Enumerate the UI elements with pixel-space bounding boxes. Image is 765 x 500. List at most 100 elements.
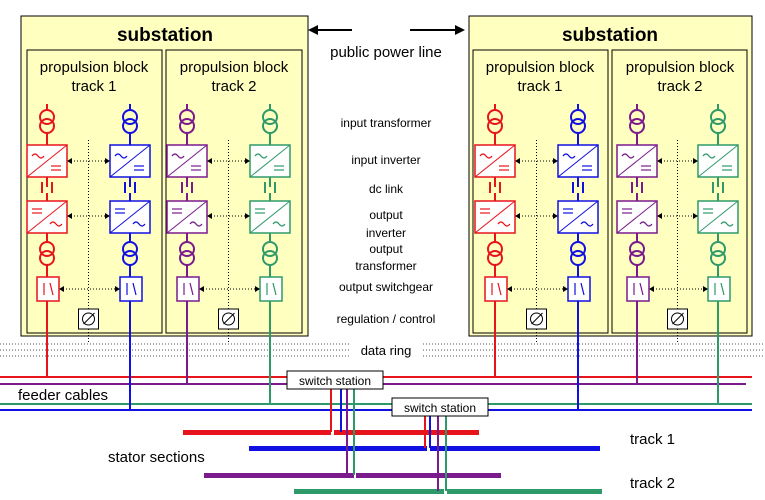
ac-wave-icon	[114, 153, 128, 159]
output-inverter-diagonal	[166, 200, 208, 234]
output-transformer-coil-top-icon	[262, 241, 278, 257]
ac-wave-icon	[49, 221, 63, 227]
power-line-arrowhead-left	[308, 25, 318, 35]
switch-contact-icon	[132, 282, 137, 296]
ac-wave-icon	[720, 221, 734, 227]
arrowhead-right-icon	[115, 286, 120, 292]
left-block1-title: propulsion block	[40, 59, 149, 76]
arrowhead-right-icon	[245, 158, 250, 164]
stator-track1-blue-b	[430, 446, 600, 451]
regulation-needle-icon	[83, 312, 95, 325]
arrowhead-right-icon	[105, 158, 110, 164]
ac-wave-icon	[702, 153, 716, 159]
ac-wave-icon	[171, 153, 185, 159]
left-block2-title: propulsion block	[180, 59, 289, 76]
switch-contact-icon	[639, 282, 644, 296]
left-block1-track: track 1	[71, 78, 116, 95]
input-inverter-diagonal	[616, 144, 658, 178]
output-inverter-diagonal	[249, 200, 291, 234]
output-switchgear-label: output switchgear	[339, 280, 433, 294]
output-switchgear-box	[176, 276, 200, 302]
arrowhead-left-icon	[207, 158, 212, 164]
arrowhead-right-icon	[553, 213, 558, 219]
dc-link-label: dc link	[369, 182, 404, 196]
output-inverter-diagonal	[26, 200, 68, 234]
arrowhead-right-icon	[255, 286, 260, 292]
input-inverter-diagonal	[557, 144, 599, 178]
stator-sections-label: stator sections	[108, 449, 205, 466]
ac-wave-icon	[562, 153, 576, 159]
regulation-gauge-icon	[82, 312, 95, 326]
stator-track2-green-a	[294, 489, 444, 494]
switch-contact-icon	[272, 282, 277, 296]
right-block2-track: track 2	[657, 78, 702, 95]
input-transformer-label: input transformer	[341, 116, 432, 130]
regulation-needle-icon	[672, 312, 684, 325]
regulation-control-label: regulation / control	[337, 312, 436, 326]
output-transformer-label-2: transformer	[355, 259, 416, 273]
switch-contact-icon	[720, 282, 725, 296]
switch-contact-icon	[580, 282, 585, 296]
regulation-gauge-icon	[222, 312, 235, 326]
regulation-needle-icon	[223, 312, 235, 325]
switch-station-1-label: switch station	[299, 374, 371, 388]
propulsion-components	[26, 104, 739, 410]
track2-label: track 2	[630, 475, 675, 492]
output-inverter-label-1: output	[369, 208, 403, 222]
output-transformer-coil-top-icon	[710, 241, 726, 257]
input-inverter-diagonal	[109, 144, 151, 178]
switch-station-1	[286, 370, 384, 390]
stator-track2-purple-a	[204, 473, 354, 478]
regulation-gauge-icon	[530, 312, 543, 326]
arrowhead-right-icon	[553, 158, 558, 164]
stator-track1-blue-a	[249, 446, 427, 451]
data-ring-label: data ring	[361, 343, 412, 358]
substation-left-title: substation	[117, 25, 213, 46]
stator-track1-red-a	[183, 430, 331, 435]
output-switchgear-box	[626, 276, 650, 302]
arrowhead-right-icon	[693, 158, 698, 164]
output-switchgear-box	[707, 276, 731, 302]
arrowhead-right-icon	[105, 213, 110, 219]
ac-wave-icon	[497, 221, 511, 227]
output-switchgear-box	[119, 276, 143, 302]
right-block1-title: propulsion block	[486, 59, 595, 76]
arrowhead-left-icon	[67, 213, 72, 219]
track1-label: track 1	[630, 431, 675, 448]
ac-wave-icon	[479, 153, 493, 159]
switch-contact-icon	[497, 282, 502, 296]
ac-wave-icon	[621, 153, 635, 159]
output-inverter-label-2: inverter	[366, 226, 406, 240]
output-inverter-diagonal	[474, 200, 516, 234]
ac-wave-icon	[272, 221, 286, 227]
stator-track2-green-b	[447, 489, 602, 494]
ac-wave-icon	[580, 221, 594, 227]
left-block2-track: track 2	[211, 78, 256, 95]
input-inverter-diagonal	[474, 144, 516, 178]
output-inverter-diagonal	[109, 200, 151, 234]
switch-contact-icon	[189, 282, 194, 296]
input-inverter-label: input inverter	[351, 153, 420, 167]
output-transformer-coil-top-icon	[570, 241, 586, 257]
arrowhead-left-icon	[199, 286, 204, 292]
arrowhead-right-icon	[245, 213, 250, 219]
output-inverter-diagonal	[697, 200, 739, 234]
ac-wave-icon	[132, 221, 146, 227]
right-block2-title: propulsion block	[626, 59, 735, 76]
arrowhead-left-icon	[515, 158, 520, 164]
stator-track2-purple-b	[356, 473, 501, 478]
output-transformer-coil-top-icon	[122, 241, 138, 257]
output-switchgear-box	[484, 276, 508, 302]
output-switchgear-box	[259, 276, 283, 302]
feeder-label-bg	[16, 386, 124, 402]
regulation-needle-icon	[531, 312, 543, 325]
substation-right-title: substation	[562, 25, 658, 46]
data-ring-label-bg	[350, 341, 422, 359]
output-transformer-coil-top-icon	[39, 241, 55, 257]
ac-wave-icon	[31, 153, 45, 159]
output-transformer-coil-top-icon	[487, 241, 503, 257]
input-inverter-diagonal	[166, 144, 208, 178]
output-inverter-diagonal	[557, 200, 599, 234]
output-transformer-coil-top-icon	[629, 241, 645, 257]
